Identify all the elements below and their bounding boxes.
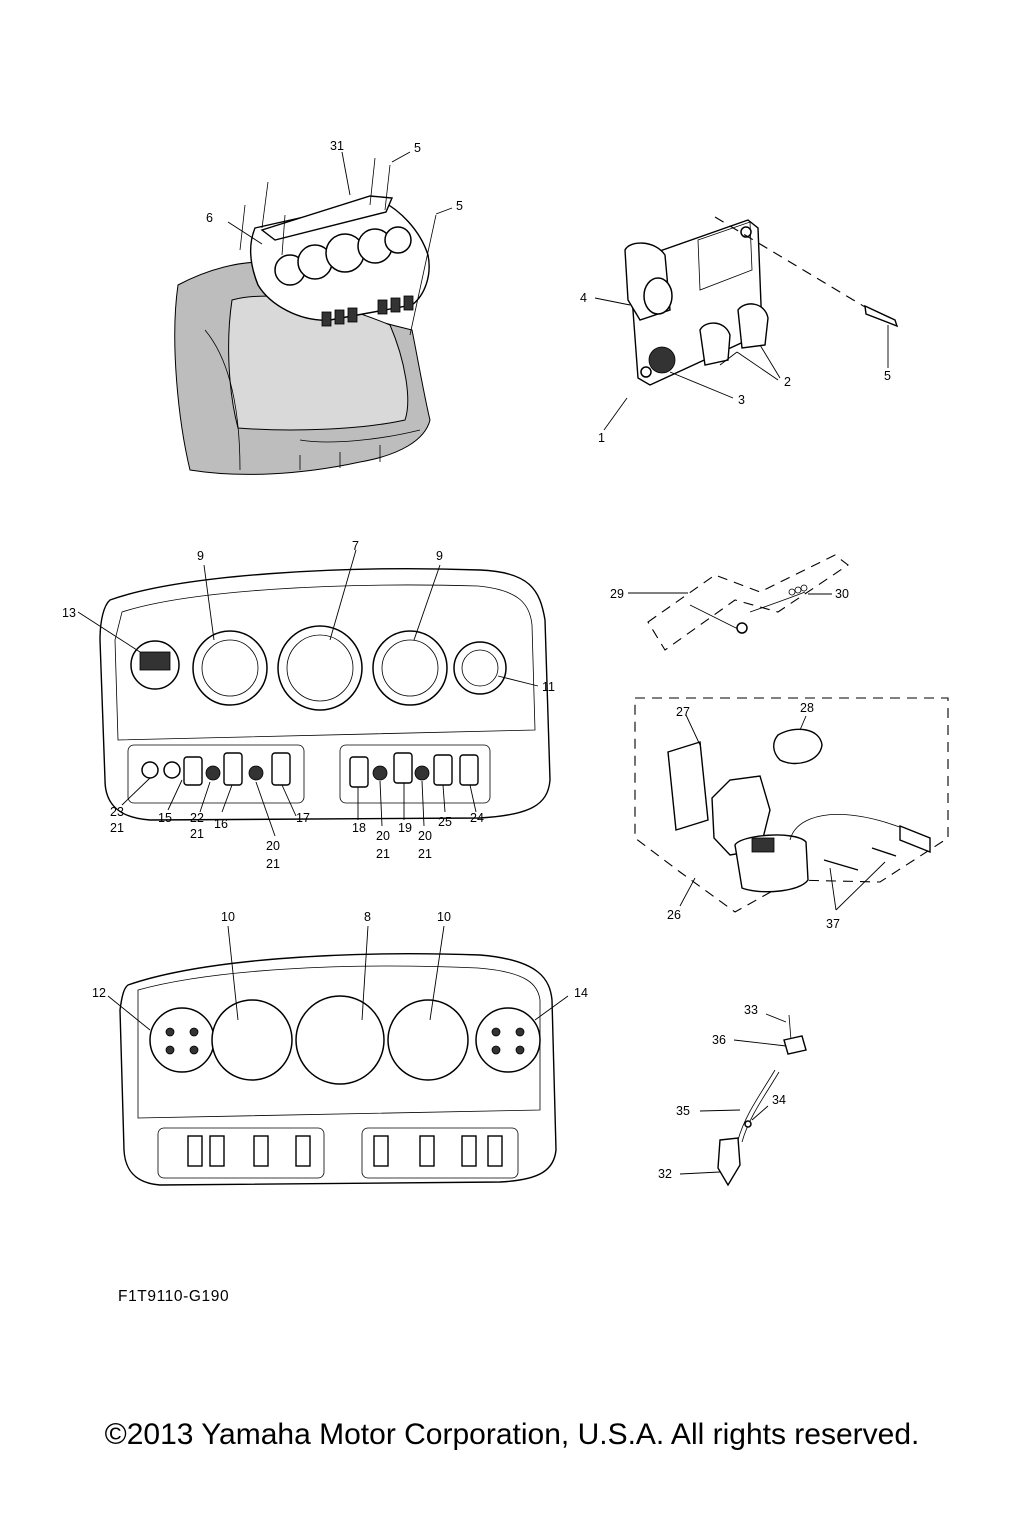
callout-27: 27 (676, 705, 690, 719)
callout-33: 33 (744, 1003, 758, 1017)
callout-20: 20 (266, 839, 280, 853)
callout-14: 14 (574, 986, 588, 1000)
callout-2: 2 (784, 375, 791, 389)
callout-5: 5 (414, 141, 421, 155)
gauge-cluster-front: 9 7 9 13 11 23 21 15 22 21 16 17 20 21 1… (62, 539, 555, 871)
callout-16: 16 (214, 817, 228, 831)
sensor-bracket-kit: 27 28 26 37 (634, 697, 949, 931)
callout-13: 13 (62, 606, 76, 620)
callout-6: 6 (206, 211, 213, 225)
callout-21: 21 (376, 847, 390, 861)
gauge-cluster-rear: 10 8 10 12 14 (92, 910, 588, 1186)
callout-31: 31 (330, 139, 344, 153)
callout-25: 25 (438, 815, 452, 829)
callout-17: 17 (296, 811, 310, 825)
callout-35: 35 (676, 1104, 690, 1118)
callout-23: 23 (110, 805, 124, 819)
callout-7: 7 (352, 539, 359, 553)
callout-11: 11 (542, 680, 555, 694)
callout-21: 21 (110, 821, 124, 835)
callout-5: 5 (456, 199, 463, 213)
callout-9: 9 (436, 549, 443, 563)
callout-21: 21 (266, 857, 280, 871)
switch-panel-assembly: 4 5 2 3 1 (580, 216, 899, 445)
callout-20: 20 (376, 829, 390, 843)
callout-9: 9 (197, 549, 204, 563)
callout-15: 15 (158, 811, 172, 825)
callout-8: 8 (364, 910, 371, 924)
copyright-notice: ©2013 Yamaha Motor Corporation, U.S.A. A… (104, 1418, 920, 1451)
harness-kit: 29 30 (610, 554, 849, 651)
callout-29: 29 (610, 587, 624, 601)
console-housing-assembly: 6 31 5 5 (174, 139, 463, 475)
callout-18: 18 (352, 821, 366, 835)
callout-10: 10 (221, 910, 235, 924)
callout-3: 3 (738, 393, 745, 407)
callout-24: 24 (470, 811, 484, 825)
callout-26: 26 (667, 908, 681, 922)
callout-19: 19 (398, 821, 412, 835)
callout-37: 37 (826, 917, 840, 931)
callout-30: 30 (835, 587, 849, 601)
callout-4: 4 (580, 291, 587, 305)
callout-34: 34 (772, 1093, 786, 1107)
callout-1: 1 (598, 431, 605, 445)
callout-28: 28 (800, 701, 814, 715)
callout-5: 5 (884, 369, 891, 383)
callout-21: 21 (418, 847, 432, 861)
callout-21: 21 (190, 827, 204, 841)
drawing-reference-code: F1T9110-G190 (118, 1288, 230, 1305)
callout-22: 22 (190, 811, 204, 825)
callout-36: 36 (712, 1033, 726, 1047)
trim-sender-assembly: 33 36 35 34 32 (658, 1003, 807, 1187)
callout-20: 20 (418, 829, 432, 843)
callout-32: 32 (658, 1167, 672, 1181)
callout-12: 12 (92, 986, 106, 1000)
callout-10: 10 (437, 910, 451, 924)
